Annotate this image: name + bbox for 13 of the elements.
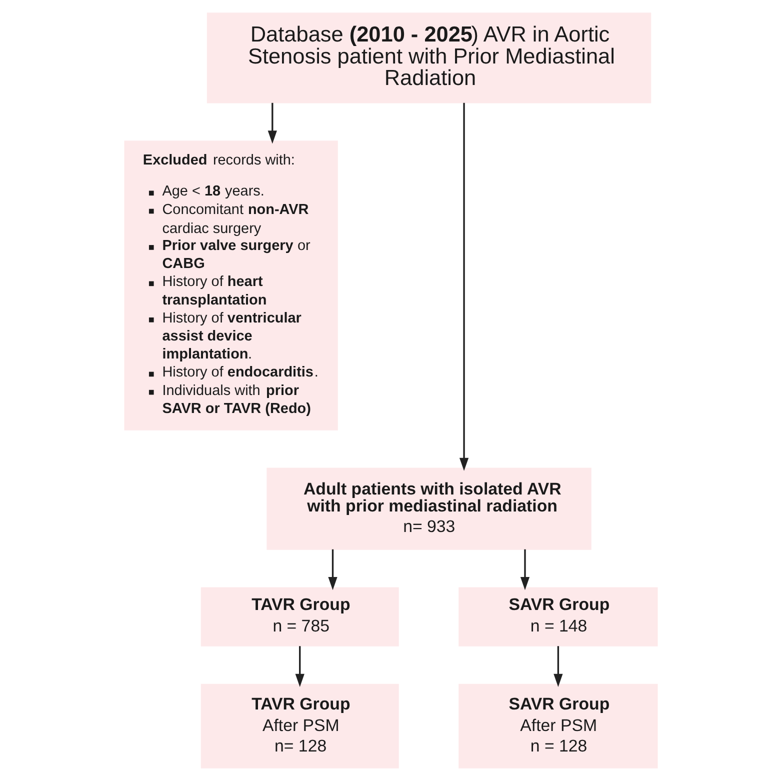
arrow [459, 102, 469, 471]
arrow [520, 549, 530, 590]
node-box: SAVR Group After PSM n = 128 [458, 684, 658, 768]
arrow [554, 646, 563, 687]
node-box: Database (2010 - 2025) AVR in Aortic Stenosis patient with Prior Mediastinal Radiation [206, 12, 652, 104]
node-box: TAVR Group After PSM n= 128 [200, 684, 399, 768]
arrow [295, 646, 304, 687]
node-box: Excluded records with: Age < 18 years. Concomitant non-AVR cardiac surgery Prior valve surgery or CABG History of heart transplantation History of ventricular assist device implantation. History of endocarditis. Individuals with prior SAVR or TAVR (Redo) [124, 140, 338, 430]
node-box: SAVR Group n = 148 [458, 587, 658, 646]
arrow [268, 102, 277, 144]
node-box: Adult patients with isolated AVR with prior mediastinal radiation n= 933 [266, 468, 592, 550]
arrow [328, 549, 338, 590]
node-box: TAVR Group n = 785 [200, 587, 399, 646]
